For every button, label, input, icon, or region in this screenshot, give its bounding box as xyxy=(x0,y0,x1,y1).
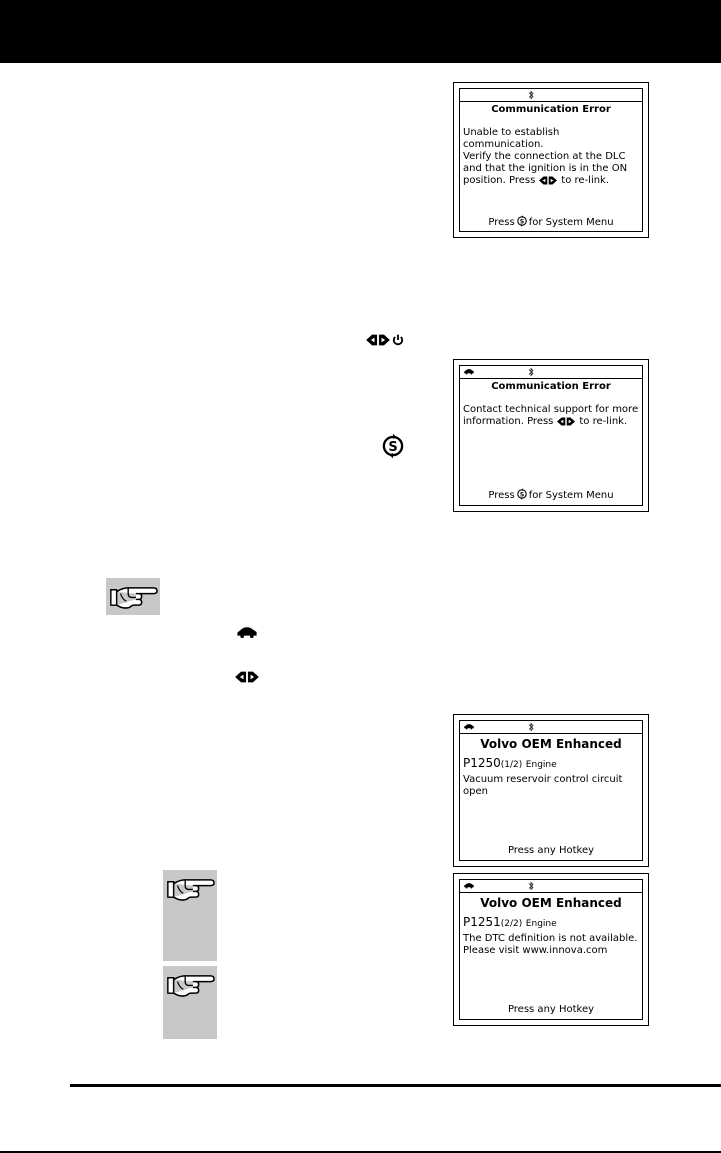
screen-display: Volvo OEM Enhanced P1250(1/2) Engine Vac… xyxy=(459,720,643,861)
bluetooth-icon xyxy=(528,367,534,377)
vehicle-icon xyxy=(463,723,475,730)
dtc-line: P1250(1/2) Engine xyxy=(463,756,557,772)
dtc-index: (1/2) xyxy=(500,760,523,770)
status-bar xyxy=(460,89,642,102)
screen-footer: Press any Hotkey xyxy=(507,845,595,856)
screen-title: Communication Error xyxy=(491,104,611,115)
left-right-arrows-icon xyxy=(234,671,260,683)
bluetooth-icon xyxy=(528,722,534,732)
page-bottom-edge xyxy=(0,1151,721,1153)
bluetooth-icon xyxy=(528,90,534,100)
system-menu-icon xyxy=(516,488,528,500)
system-menu-icon xyxy=(516,215,528,227)
note-hand-icon xyxy=(163,870,217,961)
page-header-bar xyxy=(0,0,721,63)
vehicle-icon xyxy=(235,626,259,638)
screen-title: Volvo OEM Enhanced xyxy=(480,896,622,910)
footer-suffix: for System Menu xyxy=(528,490,614,501)
screen-message: Unable to establish communication. Verif… xyxy=(463,127,640,187)
footer-prefix: Press xyxy=(488,217,515,228)
left-right-arrows-icon xyxy=(538,176,558,185)
dtc-code: P1251 xyxy=(463,915,501,929)
dtc-module: Engine xyxy=(525,919,557,929)
message-text-end: to re-link. xyxy=(561,175,610,186)
footer-prefix: Press xyxy=(488,490,515,501)
screen-footer: Press for System Menu xyxy=(460,488,642,502)
status-bar xyxy=(460,721,642,734)
note-hand-icon xyxy=(106,578,160,615)
screen-communication-error-1: Communication Error Unable to establish … xyxy=(453,82,649,238)
screen-display: Communication Error Contact technical su… xyxy=(459,365,643,506)
screen-oem-enhanced-2: Volvo OEM Enhanced P1251(2/2) Engine The… xyxy=(453,873,649,1026)
screen-oem-enhanced-1: Volvo OEM Enhanced P1250(1/2) Engine Vac… xyxy=(453,714,649,867)
status-bar xyxy=(460,366,642,379)
pointing-hand-icon xyxy=(164,968,216,1001)
message-text-end: to re-link. xyxy=(579,416,628,427)
footer-divider xyxy=(70,1084,721,1087)
screen-footer: Press any Hotkey xyxy=(507,1004,595,1015)
left-right-arrows-icon xyxy=(556,417,576,426)
vehicle-icon xyxy=(463,368,475,375)
screen-communication-error-2: Communication Error Contact technical su… xyxy=(453,359,649,512)
screen-display: Communication Error Unable to establish … xyxy=(459,88,643,232)
power-icon xyxy=(392,334,404,346)
screen-footer: Press for System Menu xyxy=(460,215,642,229)
dtc-line: P1251(2/2) Engine xyxy=(463,915,557,931)
left-right-arrows-icon xyxy=(365,334,391,346)
note-hand-icon xyxy=(163,966,217,1039)
vehicle-icon xyxy=(463,882,475,889)
dtc-definition: The DTC definition is not available. Ple… xyxy=(463,933,638,956)
pointing-hand-icon xyxy=(107,580,159,613)
bluetooth-icon xyxy=(528,881,534,891)
message-text: Contact technical support for more infor… xyxy=(463,404,639,427)
screen-title: Communication Error xyxy=(491,381,611,392)
dtc-definition: Vacuum reservoir control circuit open xyxy=(463,774,623,797)
dtc-code: P1250 xyxy=(463,756,501,770)
footer-suffix: for System Menu xyxy=(528,217,614,228)
dtc-module: Engine xyxy=(525,760,557,770)
screen-display: Volvo OEM Enhanced P1251(2/2) Engine The… xyxy=(459,879,643,1020)
pointing-hand-icon xyxy=(164,872,216,905)
system-menu-icon xyxy=(380,433,406,459)
dtc-index: (2/2) xyxy=(500,919,523,929)
screen-message: Contact technical support for more infor… xyxy=(463,404,640,428)
message-text: Unable to establish communication. Verif… xyxy=(463,127,628,186)
screen-title: Volvo OEM Enhanced xyxy=(480,737,622,751)
status-bar xyxy=(460,880,642,893)
